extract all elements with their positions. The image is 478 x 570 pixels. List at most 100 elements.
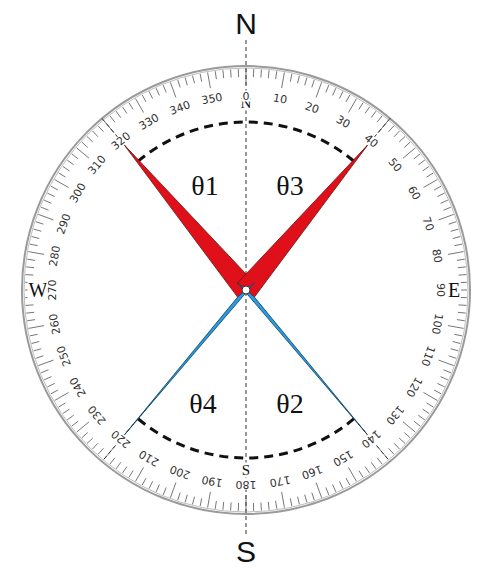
tick-mark <box>156 485 159 492</box>
tick-mark <box>222 70 224 78</box>
tick-mark <box>276 71 277 79</box>
pivot <box>242 286 250 294</box>
tick-mark <box>193 76 195 84</box>
tick-mark <box>305 495 307 503</box>
tick-mark <box>312 493 315 501</box>
east-label: E <box>447 280 461 300</box>
tick-mark <box>41 370 48 373</box>
tick-mark <box>28 252 44 255</box>
south-label: S <box>235 537 257 567</box>
needle-blue <box>238 283 369 436</box>
tick-mark <box>93 443 99 449</box>
tick-mark <box>268 502 270 510</box>
tick-mark <box>34 229 42 231</box>
north-arc <box>138 122 354 161</box>
tick-mark <box>77 148 89 158</box>
tick-mark <box>185 78 187 86</box>
tick-mark <box>333 485 336 492</box>
tick-mark <box>414 421 420 426</box>
tick-mark <box>26 312 34 314</box>
tick-mark <box>282 492 285 508</box>
tick-mark <box>290 498 292 506</box>
tick-mark <box>423 409 430 414</box>
tick-mark <box>98 448 103 454</box>
south-arc <box>138 419 354 458</box>
tick-mark <box>316 82 322 97</box>
tick-mark <box>87 438 93 444</box>
tick-mark <box>441 200 448 203</box>
tick-mark <box>116 111 121 118</box>
tick-mark <box>163 85 166 92</box>
tick-mark <box>32 342 40 344</box>
tick-mark <box>67 415 74 420</box>
tick-mark <box>346 478 350 485</box>
tick-mark <box>290 74 292 82</box>
south-label: S <box>241 463 251 478</box>
tick-mark <box>377 458 382 464</box>
tick-mark <box>38 214 53 220</box>
tick-mark <box>253 69 254 77</box>
tick-mark <box>122 107 127 114</box>
tick-mark <box>253 503 254 511</box>
tick-mark <box>423 166 430 171</box>
degree-number: 260 <box>47 311 62 336</box>
tick-mark <box>47 383 54 387</box>
degree-number: 90 <box>435 282 446 298</box>
tick-mark <box>414 154 420 159</box>
tick-mark <box>457 259 465 260</box>
angle-arcs <box>138 122 354 458</box>
tick-mark <box>371 111 376 118</box>
tick-mark <box>427 173 434 177</box>
tick-mark <box>178 80 181 88</box>
tick-mark <box>82 142 88 147</box>
tick-mark <box>454 334 462 336</box>
tick-mark <box>208 72 211 88</box>
tick-mark <box>136 468 144 482</box>
tick-mark <box>36 222 44 225</box>
tick-mark <box>444 207 451 210</box>
tick-mark <box>230 503 232 511</box>
angle-label: θ4 <box>188 390 217 418</box>
tick-mark <box>67 160 74 165</box>
tick-mark <box>403 148 415 158</box>
tick-mark <box>459 304 467 306</box>
reference-lines <box>102 40 390 545</box>
tick-mark <box>82 433 88 438</box>
north-label: N <box>234 9 258 39</box>
tick-mark <box>44 200 51 203</box>
tick-mark <box>326 488 329 495</box>
tick-mark <box>404 433 410 438</box>
axis-line <box>102 118 390 461</box>
tick-mark <box>51 390 58 394</box>
tick-mark <box>59 173 66 177</box>
tick-mark <box>439 360 454 366</box>
needle-blue <box>124 283 255 436</box>
tick-mark <box>30 244 38 246</box>
tick-mark <box>200 74 202 82</box>
tick-mark <box>448 252 464 255</box>
tick-mark <box>389 448 394 454</box>
needle-red <box>124 145 255 298</box>
tick-mark <box>437 383 444 387</box>
tick-mark <box>418 160 425 165</box>
tick-mark <box>44 377 51 380</box>
needle-red <box>238 145 369 298</box>
dial-ticks <box>25 69 467 511</box>
tick-mark <box>444 370 451 373</box>
tick-mark <box>434 390 441 394</box>
tick-mark <box>424 180 438 188</box>
needles <box>124 145 368 436</box>
tick-mark <box>349 468 357 482</box>
tick-mark <box>316 483 322 498</box>
tick-mark <box>404 142 410 147</box>
tick-mark <box>26 274 34 276</box>
tick-mark <box>142 95 146 102</box>
tick-mark <box>185 495 187 503</box>
tick-mark <box>26 266 34 268</box>
tick-mark <box>208 492 211 508</box>
tick-mark <box>298 76 300 84</box>
tick-mark <box>47 193 54 197</box>
tick-mark <box>339 481 343 488</box>
tick-mark <box>149 91 153 98</box>
tick-mark <box>399 137 405 143</box>
